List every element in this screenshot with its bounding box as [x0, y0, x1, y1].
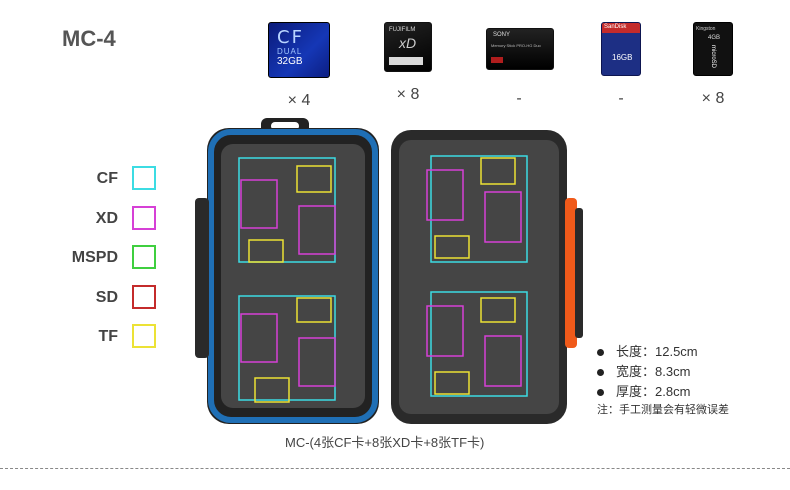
slot-group-bottom-right	[426, 291, 528, 397]
legend-item-tf: TF	[66, 324, 156, 352]
slot-group-top-right	[426, 155, 528, 263]
page-title: MC-4	[62, 26, 116, 51]
card-count-cf: × 4	[287, 92, 311, 109]
product-caption: MC-(4张CF卡+8张XD卡+8张TF卡)	[285, 435, 485, 450]
spec-width: 宽度：8.3cm	[597, 361, 690, 380]
card-types-row: CF DUAL 32GB × 4 FUJIFILM xD × 8 SONY Me…	[0, 22, 790, 112]
mspd-card-icon: SONY Memory Stick PRO-HG Duo	[486, 28, 554, 70]
bullet-icon	[597, 389, 604, 397]
tf-card-icon: Kingston 4GB microSD	[693, 22, 733, 76]
tf-slot-outline	[480, 157, 516, 185]
card-count-xd: × 8	[396, 86, 420, 103]
xd-slot-outline	[426, 305, 464, 357]
spec-text: 长度：12.5cm	[616, 344, 698, 359]
xd-card-brand: FUJIFILM	[389, 27, 416, 33]
case-gasket	[208, 129, 378, 423]
xd-slot-outline	[240, 313, 278, 363]
card-mspd: SONY Memory Stick PRO-HG Duo -	[486, 22, 554, 108]
xd-slot-outline	[426, 169, 464, 221]
legend-item-cf: CF	[66, 166, 156, 194]
legend-item-xd: XD	[66, 206, 156, 234]
orange-latch	[565, 198, 577, 348]
cf-card-icon: CF DUAL 32GB	[268, 22, 330, 78]
case-right-half	[391, 130, 583, 424]
mspd-card-type: Memory Stick PRO-HG Duo	[491, 43, 541, 48]
cf-card-line: DUAL	[277, 47, 303, 56]
sd-card-capacity: 16GB	[612, 53, 633, 62]
spec-text: 厚度：2.8cm	[616, 384, 691, 399]
tf-slot-outline	[434, 235, 470, 259]
bullet-icon	[597, 369, 604, 377]
sd-card-icon: SanDisk 16GB	[601, 22, 641, 76]
xd-slot-outline	[298, 205, 336, 255]
legend-label: SD	[95, 289, 118, 306]
card-cf: CF DUAL 32GB × 4	[266, 22, 332, 110]
bullet-icon	[597, 349, 604, 357]
tf-card-brand: Kingston	[696, 26, 716, 32]
tf-slot-outline	[480, 297, 516, 323]
tf-card-capacity: 4GB	[708, 35, 721, 41]
xd-slot-outline	[298, 337, 336, 387]
legend-swatch-tf	[132, 324, 156, 348]
card-sd: SanDisk 16GB -	[588, 22, 654, 108]
card-count-sd: -	[618, 90, 624, 107]
legend-item-mspd: MSPD	[66, 245, 156, 273]
spec-thickness: 厚度：2.8cm	[597, 381, 690, 400]
mspd-card-brand: SONY	[493, 32, 511, 38]
tf-slot-outline	[296, 165, 332, 193]
legend-label: TF	[98, 328, 118, 345]
measurement-note: 注：手工测量会有轻微误差	[597, 404, 729, 416]
cf-card-brand: CF	[277, 27, 304, 48]
legend-label: MSPD	[71, 249, 118, 266]
spec-length: 长度：12.5cm	[597, 341, 698, 360]
dashed-divider	[0, 468, 790, 469]
slot-group-top-left	[238, 157, 336, 263]
slot-group-bottom-left	[238, 295, 336, 403]
cf-slot-outline	[430, 291, 528, 397]
xd-slot-outline	[484, 191, 522, 243]
sd-card-brand: SanDisk	[604, 24, 627, 30]
case-foam-right	[399, 140, 559, 414]
tf-slot-outline	[254, 377, 290, 403]
card-tf: Kingston 4GB microSD × 8	[680, 22, 746, 108]
legend-swatch-xd	[132, 206, 156, 230]
xd-card-strip	[389, 57, 423, 65]
cf-slot-outline	[430, 155, 528, 263]
cf-card-capacity: 32GB	[277, 56, 303, 67]
xd-card-type: xD	[399, 35, 417, 51]
legend-swatch-sd	[132, 285, 156, 309]
xd-slot-outline	[484, 335, 522, 387]
case-left-half	[195, 118, 379, 424]
card-xd: FUJIFILM xD × 8	[375, 22, 441, 104]
case-foam-left	[221, 144, 365, 408]
card-count-tf: × 8	[701, 90, 725, 107]
tf-slot-outline	[296, 297, 332, 323]
tf-slot-outline	[434, 371, 470, 395]
legend-swatch-cf	[132, 166, 156, 190]
tf-slot-outline	[248, 239, 284, 263]
card-count-mspd: -	[516, 90, 522, 107]
legend-label: CF	[96, 170, 118, 187]
xd-slot-outline	[240, 179, 278, 229]
tf-card-type: microSD	[710, 45, 716, 69]
legend-label: XD	[95, 210, 118, 227]
sd-card-band	[602, 23, 640, 33]
spec-text: 宽度：8.3cm	[616, 364, 691, 379]
memory-card-case-illustration	[195, 118, 583, 424]
legend-item-sd: SD	[66, 285, 156, 313]
mspd-card-stripe	[491, 57, 503, 63]
xd-card-icon: FUJIFILM xD	[384, 22, 432, 72]
legend-swatch-mspd	[132, 245, 156, 269]
